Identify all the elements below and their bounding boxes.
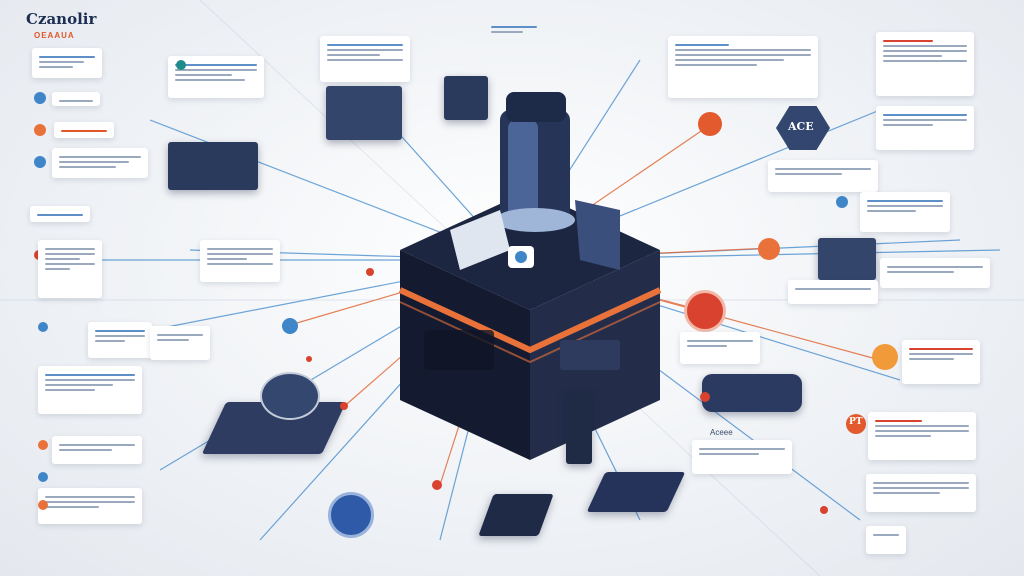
red-dot-icon: [700, 392, 710, 402]
dark-panel: [818, 238, 876, 280]
info-card: [52, 92, 100, 106]
info-card: [38, 240, 102, 298]
orange-node-icon: [758, 238, 780, 260]
blue-dot-icon: [836, 196, 848, 208]
orange-dot-icon: [38, 500, 48, 510]
info-card: [320, 36, 410, 82]
orange-node-icon: [846, 414, 866, 434]
blue-dot-icon: [34, 92, 46, 104]
orange-node-icon: [872, 344, 898, 370]
blue-dot-icon: [38, 472, 48, 482]
info-card: [32, 48, 102, 78]
info-card: [788, 280, 878, 304]
chip-label: PT: [849, 417, 863, 427]
brand-sub-label: OEAAUA: [34, 31, 75, 40]
info-card: [52, 436, 142, 464]
red-dot-icon: [306, 356, 312, 362]
info-card: [868, 412, 976, 460]
orange-dot-icon: [38, 440, 48, 450]
info-card: [866, 526, 906, 554]
dark-panel: [168, 142, 258, 190]
blue-dot-icon: [34, 156, 46, 168]
info-card: [38, 366, 142, 414]
info-card: [150, 326, 210, 360]
info-card: [668, 36, 818, 98]
teal-dot-icon: [176, 60, 186, 70]
red-dot-icon: [366, 268, 374, 276]
orange-node-icon: [698, 112, 722, 136]
central-machine: [398, 92, 662, 460]
orange-dot-icon: [34, 124, 46, 136]
info-card: [680, 332, 760, 364]
side-label: Aceee: [710, 428, 733, 437]
info-card: [54, 122, 114, 138]
red-node-icon: [684, 290, 726, 332]
info-card: [866, 474, 976, 512]
info-card: [902, 340, 980, 384]
brand-logo: Czanolir: [26, 10, 97, 28]
info-card: [30, 206, 90, 222]
blue-dot-icon: [38, 322, 48, 332]
remote-device: [566, 392, 592, 464]
red-dot-icon: [340, 402, 348, 410]
node-icon: [282, 318, 298, 334]
badge-panel: [444, 76, 488, 120]
hexagon-badge-label: ACE: [788, 120, 814, 133]
info-card: [38, 488, 142, 524]
globe-icon: [328, 492, 374, 538]
info-card: [692, 440, 792, 474]
info-card: [880, 258, 990, 288]
shield-icon: [260, 372, 320, 420]
info-card: [88, 322, 152, 358]
speech-bubble-panel: [326, 86, 402, 140]
info-card: [768, 160, 878, 192]
red-dot-icon: [820, 506, 828, 514]
info-card: [200, 240, 280, 282]
info-card: [876, 32, 974, 96]
info-card: [876, 106, 974, 150]
red-dot-icon: [432, 480, 442, 490]
info-card: [52, 148, 148, 178]
header-card: [484, 18, 544, 34]
info-card: [860, 192, 950, 232]
dark-pill-panel: [702, 374, 802, 412]
